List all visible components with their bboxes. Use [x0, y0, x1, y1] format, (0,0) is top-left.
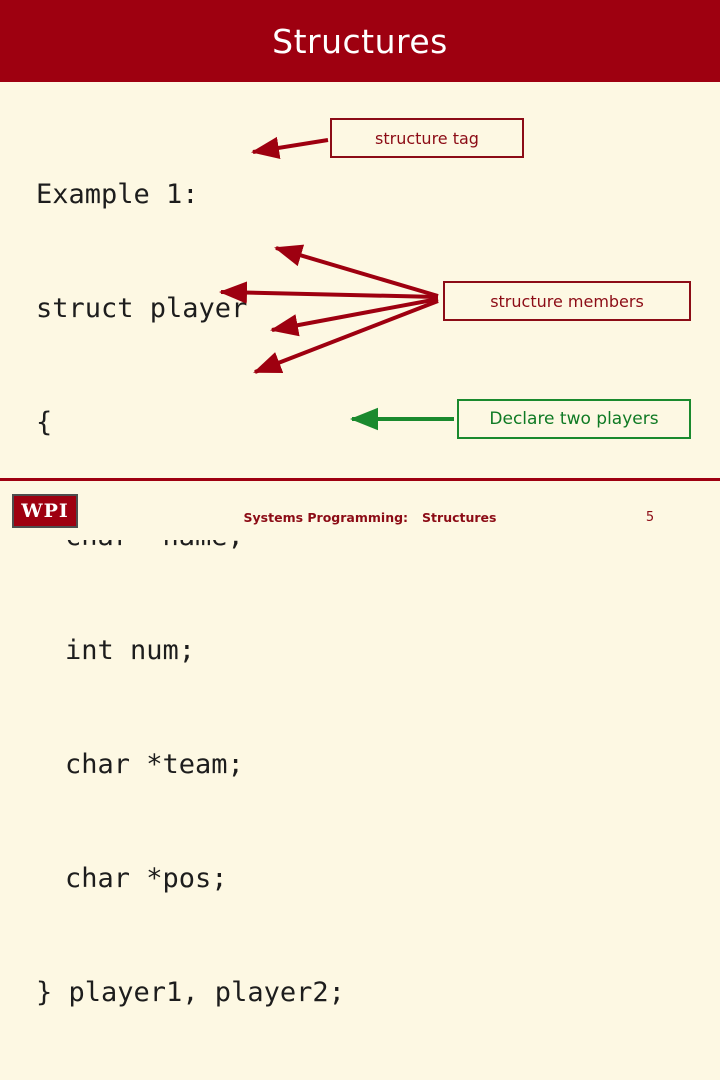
page-number: 5 — [645, 510, 655, 525]
code-line-3: { — [36, 407, 53, 438]
code-line-8: } player1, player2; — [36, 977, 345, 1008]
wpi-logo: WPI — [12, 494, 78, 528]
callout-structure-tag: structure tag — [330, 118, 524, 158]
page-title: Structures — [272, 22, 448, 61]
callout-structure-members: structure members — [443, 281, 691, 321]
footer-topic: Structures — [422, 510, 497, 525]
footer-rule — [0, 478, 720, 481]
footer-course: Systems Programming: — [243, 510, 409, 525]
footer-band — [0, 481, 720, 540]
code-line-6: char *team; — [65, 749, 244, 780]
code-line-1: Example 1: — [36, 179, 199, 210]
header-band — [0, 0, 720, 82]
code-line-2: struct player — [36, 293, 248, 324]
code-block: Example 1: struct player { char *name; i… — [36, 100, 345, 1080]
code-line-7: char *pos; — [65, 863, 228, 894]
code-line-5: int num; — [65, 635, 196, 666]
callout-declare-players: Declare two players — [457, 399, 691, 439]
footer-text: Systems Programming: Structures — [160, 510, 580, 525]
header-underline — [0, 82, 720, 90]
slide: Structures Example 1: struct player { ch… — [0, 0, 720, 1008]
